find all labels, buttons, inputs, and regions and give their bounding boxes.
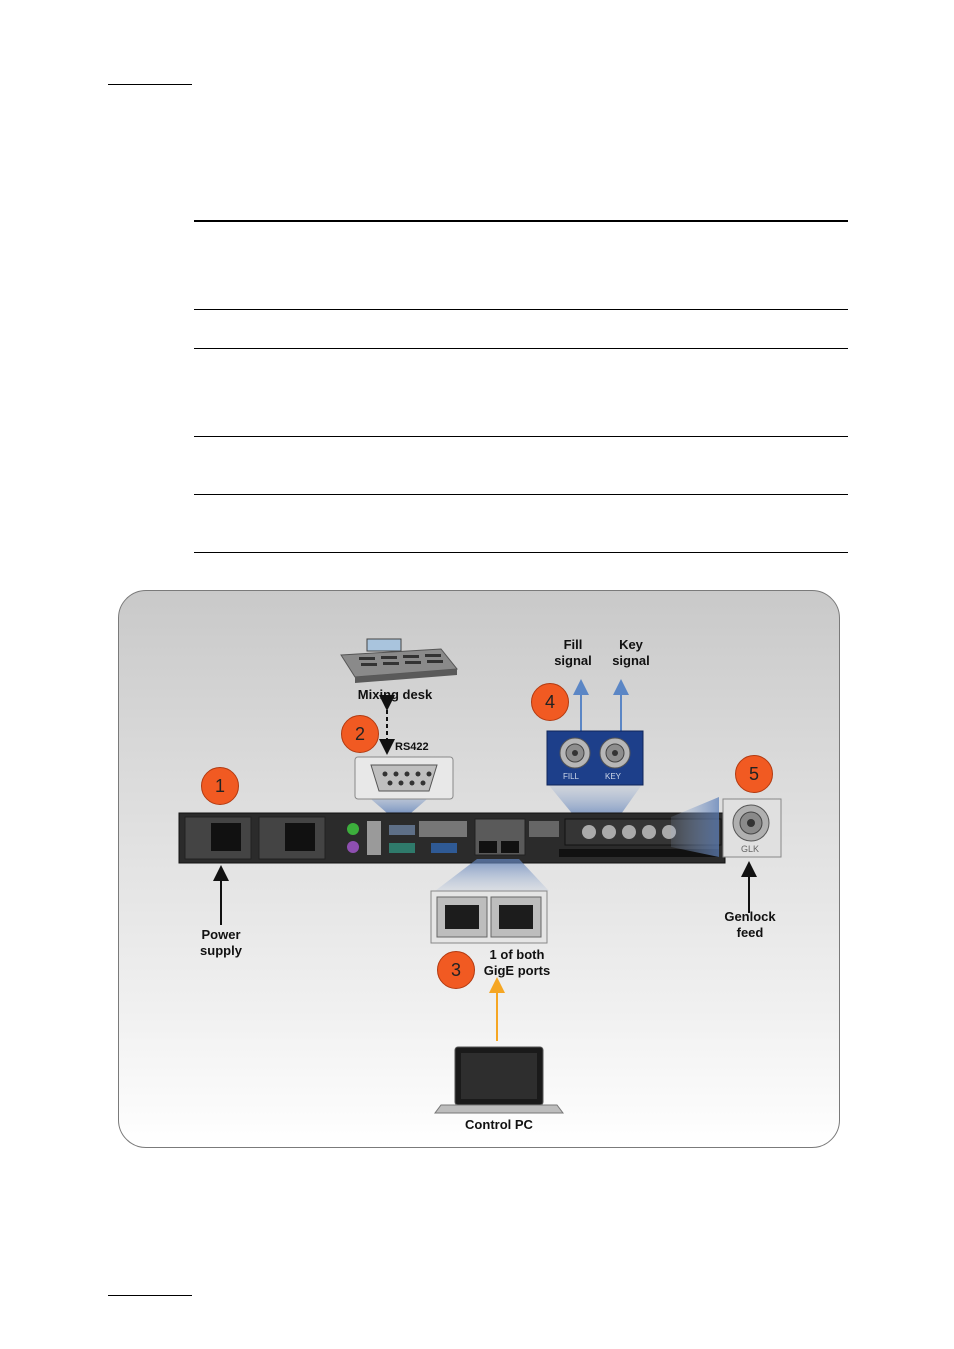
header-rule: [108, 84, 192, 85]
mixing-desk-label: Mixing desk: [357, 687, 433, 702]
fill-connector-text: FILL: [563, 772, 580, 781]
genlock-connector-text: GLK: [741, 844, 760, 854]
control-pc-label: Control PC: [465, 1117, 533, 1132]
power-supply-line-1: Power: [201, 927, 241, 942]
table-top-rule: [194, 220, 848, 222]
table-row-rule: [194, 494, 848, 495]
diagram-graphics: [178, 638, 782, 1114]
fill-signal-line-1: Fill: [563, 637, 583, 652]
genlock-zoom: [671, 797, 719, 857]
table-bottom-rule: [194, 552, 848, 553]
table-row-rule: [194, 309, 848, 310]
laptop-image: [434, 1046, 564, 1114]
key-connector-text: KEY: [605, 772, 622, 781]
key-signal-line-1: Key: [619, 637, 643, 652]
gige-ports-image: [430, 890, 548, 944]
gige-ports-line-2: GigE ports: [483, 963, 551, 978]
mixing-desk-image: [340, 638, 458, 683]
footer-rule: [108, 1295, 192, 1296]
gige-ports-label: 1 of both GigE ports: [473, 947, 561, 979]
fillkey-connectors-image: [546, 730, 644, 786]
fillkey-zoom: [547, 783, 643, 817]
key-signal-line-2: signal: [612, 653, 650, 668]
gige-zoom: [435, 859, 549, 891]
connection-diagram: Mixing desk RS422 Fill signal Key signal…: [118, 590, 840, 1148]
gige-ports-line-1: 1 of both: [489, 947, 545, 962]
badge-1: 1: [201, 767, 239, 805]
genlock-connector-image: [722, 798, 782, 858]
genlock-feed-line-1: Genlock: [724, 909, 776, 924]
genlock-feed-label: Genlock feed: [717, 909, 783, 941]
key-signal-label: Key signal: [603, 637, 659, 669]
table-row-rule: [194, 436, 848, 437]
genlock-feed-line-2: feed: [736, 925, 764, 940]
badge-4: 4: [531, 683, 569, 721]
badge-3: 3: [437, 951, 475, 989]
rs422-connector-image: [354, 756, 454, 800]
fill-signal-label: Fill signal: [545, 637, 601, 669]
rs422-label: RS422: [395, 741, 429, 753]
badge-5: 5: [735, 755, 773, 793]
power-supply-line-2: supply: [200, 943, 242, 958]
fill-signal-line-2: signal: [554, 653, 592, 668]
power-supply-label: Power supply: [189, 927, 253, 959]
table-row-rule: [194, 348, 848, 349]
badge-2: 2: [341, 715, 379, 753]
server-rear-panel: [178, 812, 726, 864]
